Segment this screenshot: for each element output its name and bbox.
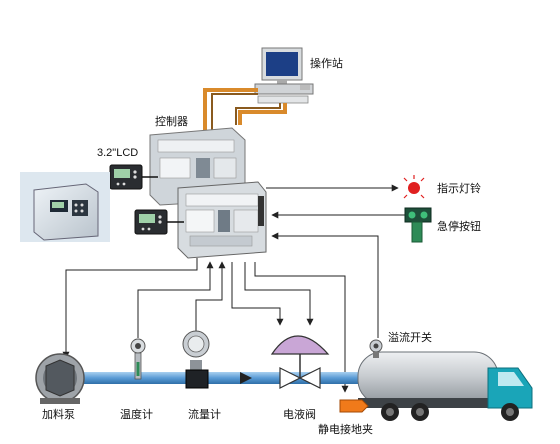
tanker-truck [357, 351, 533, 421]
label-lcd: 3.2"LCD [97, 147, 138, 159]
label-ground-clamp: 静电接地夹 [318, 422, 373, 436]
controller-enclosure-photo [20, 172, 110, 242]
estop-button [404, 207, 432, 243]
line-from-flowmeter [195, 261, 226, 333]
line-from-ground-clamp [254, 262, 349, 393]
pipeline [70, 372, 365, 384]
line-to-valve-b [244, 262, 314, 326]
network-cables [203, 88, 287, 140]
overflow-switch [369, 339, 383, 358]
lcd-panel-upper [109, 164, 143, 190]
line-from-thermometer [137, 261, 214, 338]
label-overflow: 溢流开关 [388, 330, 432, 344]
label-pump: 加料泵 [42, 407, 75, 421]
line-to-pump [62, 258, 198, 359]
flow-arrow [240, 372, 252, 384]
label-indicator: 指示灯铃 [437, 181, 481, 195]
label-valve: 电液阀 [283, 407, 316, 421]
ground-clamp [339, 399, 369, 413]
indicator-lamp [403, 175, 425, 199]
line-from-overflow [271, 232, 379, 338]
lcd-panel-lower [134, 209, 168, 235]
thermometer [130, 338, 146, 380]
controller-unit-front [177, 181, 267, 259]
flowmeter [182, 330, 210, 389]
label-controller: 控制器 [155, 114, 188, 128]
workstation-pc [254, 47, 314, 104]
line-to-valve-a [231, 262, 284, 326]
label-workstation: 操作站 [310, 56, 343, 70]
label-estop: 急停按钮 [437, 219, 481, 233]
label-thermometer: 温度计 [120, 407, 153, 421]
feed-pump [35, 353, 85, 404]
electro-hydraulic-valve [270, 335, 330, 389]
label-flowmeter: 流量计 [188, 407, 221, 421]
